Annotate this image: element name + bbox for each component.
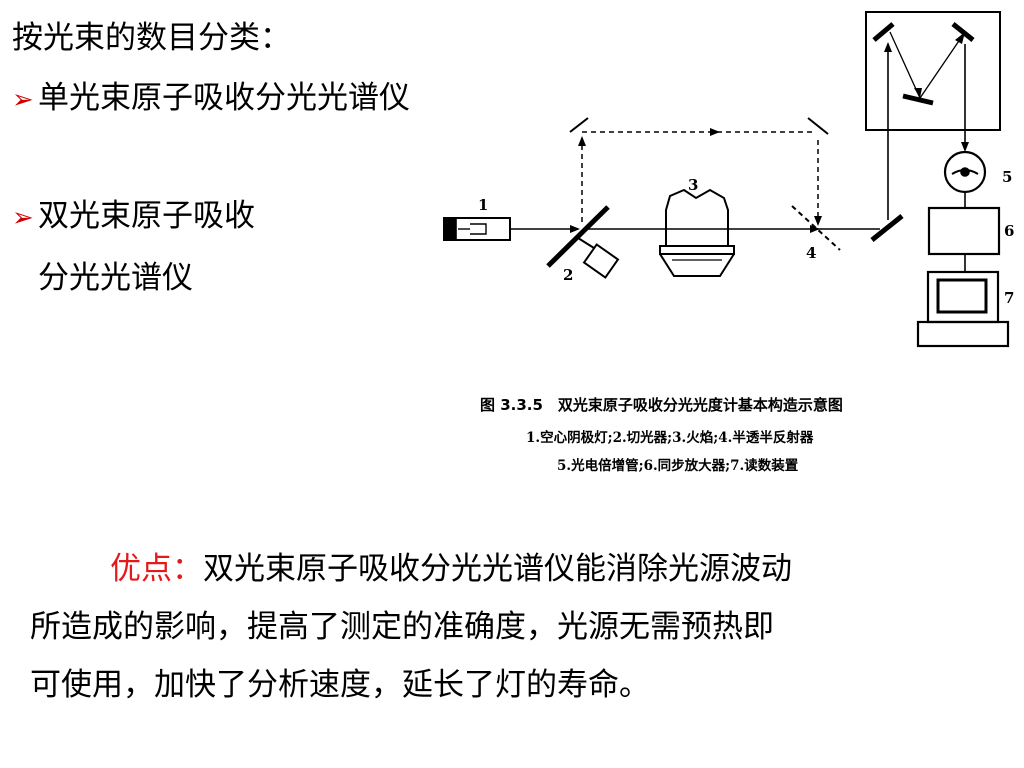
advantage-line1: 优点：双光束原子吸收分光光谱仪能消除光源波动 [30, 540, 1000, 598]
label-2: 2 [563, 266, 573, 284]
burner-head [659, 245, 735, 255]
mono-mirror-right [951, 22, 975, 42]
label-3: 3 [688, 176, 698, 194]
chopper [546, 205, 610, 268]
bullet-double-beam-line1: 双光束原子吸收 [38, 198, 255, 234]
advantage-line2: 所造成的影响，提高了测定的准确度，光源无需预热即 [30, 609, 774, 645]
label-6: 6 [1004, 222, 1014, 240]
advantage-text-line1: 双光束原子吸收分光光谱仪能消除光源波动 [203, 551, 792, 587]
diagram-caption-line1: 1.空心阴极灯;2.切光器;3.火焰;4.半透半反射器 [526, 429, 814, 446]
bullet-double-beam-line2: 分光光谱仪 [38, 260, 193, 296]
mono-grating [902, 93, 934, 106]
advantage-line3: 可使用，加快了分析速度，延长了灯的寿命。 [30, 667, 650, 703]
chopper-motor [582, 243, 620, 279]
label-5: 5 [1002, 168, 1012, 186]
flame [665, 188, 729, 247]
mono-light-path [889, 31, 966, 100]
diagram-caption-title: 图 3.3.5 双光束原子吸收分光光度计基本构造示意图 [480, 396, 843, 414]
advantage-label: 优点： [110, 551, 203, 587]
reference-mirror-right [807, 117, 829, 135]
bullet-single-beam-text: 单光束原子吸收分光光谱仪 [38, 80, 410, 116]
bullet-double-beam: ➢双光束原子吸收 [12, 196, 255, 238]
reference-mirror-left [569, 117, 589, 133]
monochromator-box [865, 11, 1001, 131]
diagram-caption-line2: 5.光电倍增管;6.同步放大器;7.读数装置 [557, 457, 799, 474]
mono-mirror-left [872, 22, 895, 42]
steering-mirror [870, 214, 904, 242]
right-arrow-icon: ➢ [12, 203, 34, 233]
label-4: 4 [806, 244, 816, 262]
bullet-single-beam: ➢单光束原子吸收分光光谱仪 [12, 78, 410, 120]
right-arrow-icon: ➢ [12, 85, 34, 115]
advantage-paragraph: 优点：双光束原子吸收分光光谱仪能消除光源波动 所造成的影响，提高了测定的准确度，… [30, 540, 1000, 714]
label-1: 1 [478, 196, 488, 214]
half-silvered-mirror [791, 205, 841, 251]
page-heading: 按光束的数目分类： [12, 20, 291, 56]
label-7: 7 [1004, 289, 1014, 307]
synchronous-amplifier [927, 206, 1001, 256]
burner-body [659, 253, 735, 277]
